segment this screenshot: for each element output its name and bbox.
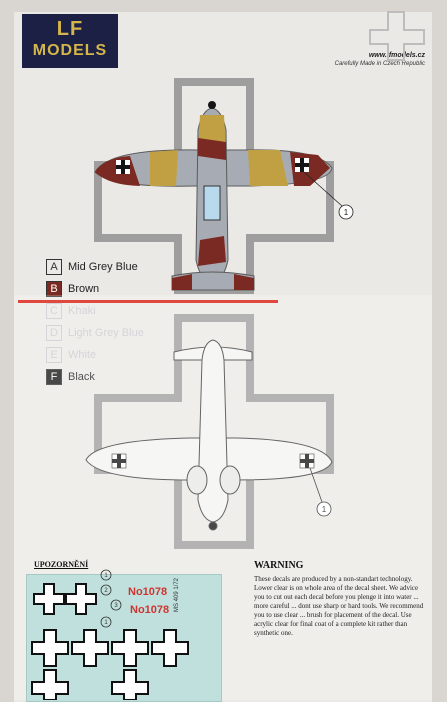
legend-letter: E bbox=[46, 347, 62, 363]
legend-name: Light Grey Blue bbox=[68, 327, 144, 339]
website-text: www.lfmodels.cz bbox=[368, 52, 425, 59]
legend-item-f: F Black bbox=[46, 366, 144, 388]
legend-letter: D bbox=[46, 325, 62, 341]
callout-label-bottom: 1 bbox=[322, 505, 327, 514]
decal-circle-3 bbox=[110, 599, 122, 611]
decal-cross-5 bbox=[111, 629, 149, 667]
legend-item-d: D Light Grey Blue bbox=[46, 322, 144, 344]
decal-cross-2 bbox=[65, 583, 97, 615]
brand-logo: LF MODELS bbox=[22, 14, 118, 68]
decal-number-2: No1078 bbox=[130, 604, 170, 616]
callout-circle-bottom bbox=[316, 501, 332, 517]
callout-label-top: 1 bbox=[344, 208, 349, 217]
decal-circle-4 bbox=[100, 616, 112, 628]
decal-cross-3 bbox=[31, 629, 69, 667]
legend-letter: C bbox=[46, 303, 62, 319]
color-legend: A Mid Grey Blue B Brown C Khaki D Light … bbox=[46, 256, 144, 388]
legend-name: Khaki bbox=[68, 305, 96, 317]
decal-circle-2 bbox=[100, 584, 112, 596]
top-wing-cross-left bbox=[116, 160, 130, 174]
decal-cross-6 bbox=[151, 629, 189, 667]
top-wing-cross-right bbox=[295, 158, 309, 172]
underside-aircraft bbox=[85, 339, 333, 531]
legend-letter: A bbox=[46, 259, 62, 275]
decal-code: MS 409 1/72 bbox=[174, 577, 180, 612]
callout-circle-top bbox=[338, 204, 354, 220]
legend-name: Black bbox=[68, 371, 95, 383]
bottom-wing-cross-right bbox=[299, 453, 315, 469]
decal-circle-label-2: 2 bbox=[104, 588, 108, 594]
decal-circle-label-4: 1 bbox=[104, 620, 108, 626]
upozorneni-title: UPOZORNĚNÍ bbox=[34, 560, 89, 569]
decal-cross-7 bbox=[31, 669, 69, 700]
legend-name: Brown bbox=[68, 283, 100, 295]
warning-title: WARNING bbox=[254, 560, 304, 571]
camouflaged-aircraft-top bbox=[94, 101, 333, 291]
bottom-cross-outline bbox=[94, 314, 334, 549]
decal-number-1: No1078 bbox=[128, 586, 168, 598]
bag-seal-line bbox=[18, 300, 278, 303]
warning-text: These decals are produced by a non-stand… bbox=[254, 575, 424, 637]
legend-item-e: E White bbox=[46, 344, 144, 366]
legend-letter: B bbox=[46, 281, 62, 297]
decal-circle-1 bbox=[100, 569, 112, 581]
legend-item-a: A Mid Grey Blue bbox=[46, 256, 144, 278]
legend-item-b: B Brown bbox=[46, 278, 144, 300]
decal-cross-4 bbox=[71, 629, 109, 667]
legend-letter: F bbox=[46, 369, 62, 385]
decal-circle-label-1: 1 bbox=[104, 573, 108, 579]
logo-text: MODELS bbox=[32, 42, 108, 59]
decal-circle-label-3: 3 bbox=[114, 603, 118, 609]
decal-cross-1 bbox=[33, 583, 65, 615]
tagline-text: Carefully Made in Czech Republic bbox=[334, 61, 425, 67]
decal-cross-8 bbox=[111, 669, 149, 700]
canopy bbox=[203, 185, 221, 221]
legend-item-c: C Khaki bbox=[46, 300, 144, 322]
logo-mark: LF bbox=[56, 18, 84, 40]
legend-name: White bbox=[68, 349, 97, 361]
corner-cross-icon bbox=[369, 11, 425, 61]
bottom-wing-cross-left bbox=[111, 453, 127, 469]
legend-name: Mid Grey Blue bbox=[68, 261, 138, 273]
